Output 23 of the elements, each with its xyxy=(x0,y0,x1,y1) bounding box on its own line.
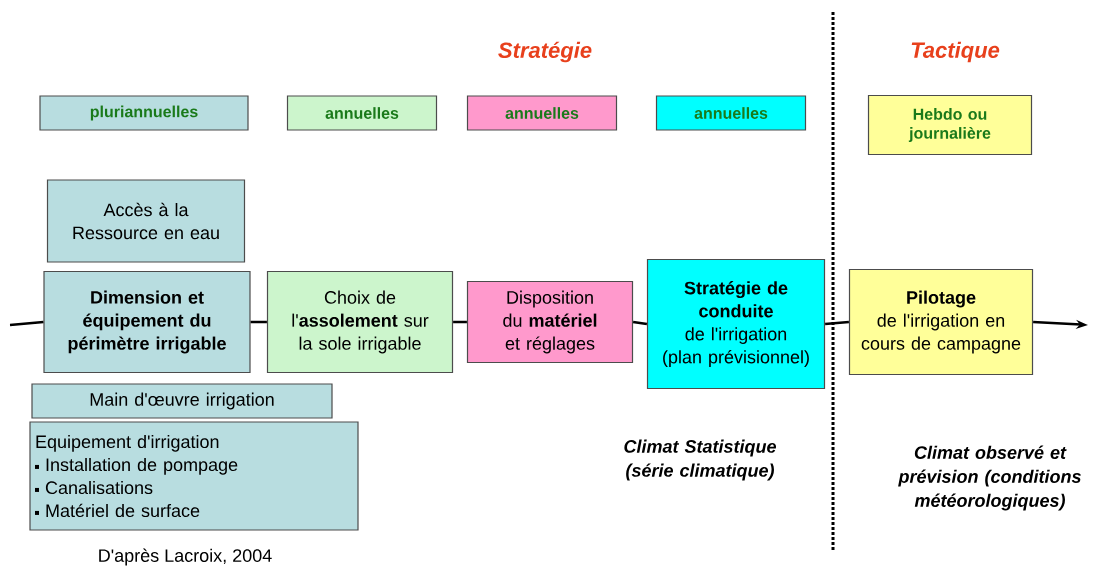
timeline-line xyxy=(453,320,467,324)
source-caption: D'après Lacroix, 2004 xyxy=(99,548,272,566)
climate-note: Climat observé et prévision (conditions météorologiques) xyxy=(898,445,1081,511)
labour-box: Main d'œuvre irrigation xyxy=(31,383,333,419)
resource-box: Accès à la Ressource en eau xyxy=(46,179,246,263)
section-heading: Tactique xyxy=(911,41,1000,63)
section-heading: Stratégie xyxy=(498,41,592,63)
step-box: Stratégie de conduite de l'irrigation (plan prévisionnel) xyxy=(646,258,826,390)
step-box: Dimension et équipement du périmètre irrigable xyxy=(43,270,251,374)
equipment-box: Equipement d'irrigation Installation de pompage Canalisations Matériel de surface xyxy=(29,421,359,531)
step-box: Choix de l'assolement sur la sole irrigable xyxy=(266,270,454,374)
timeline-line xyxy=(250,320,267,324)
step-box: Pilotage de l'irrigation en cours de campagne xyxy=(848,268,1034,376)
period-box: annuelles xyxy=(655,95,807,131)
climate-note: Climat Statistique (série climatique) xyxy=(624,439,776,481)
timeline-line xyxy=(825,320,849,326)
period-box: pluriannuelles xyxy=(39,95,249,131)
step-box: Disposition du matériel et réglages xyxy=(466,280,634,364)
timeline-line xyxy=(632,320,648,326)
period-box: annuelles xyxy=(286,95,438,131)
timeline-line xyxy=(9,320,44,327)
period-box: Hebdo ou journalière xyxy=(867,94,1033,156)
period-box: annuelles xyxy=(466,95,618,131)
